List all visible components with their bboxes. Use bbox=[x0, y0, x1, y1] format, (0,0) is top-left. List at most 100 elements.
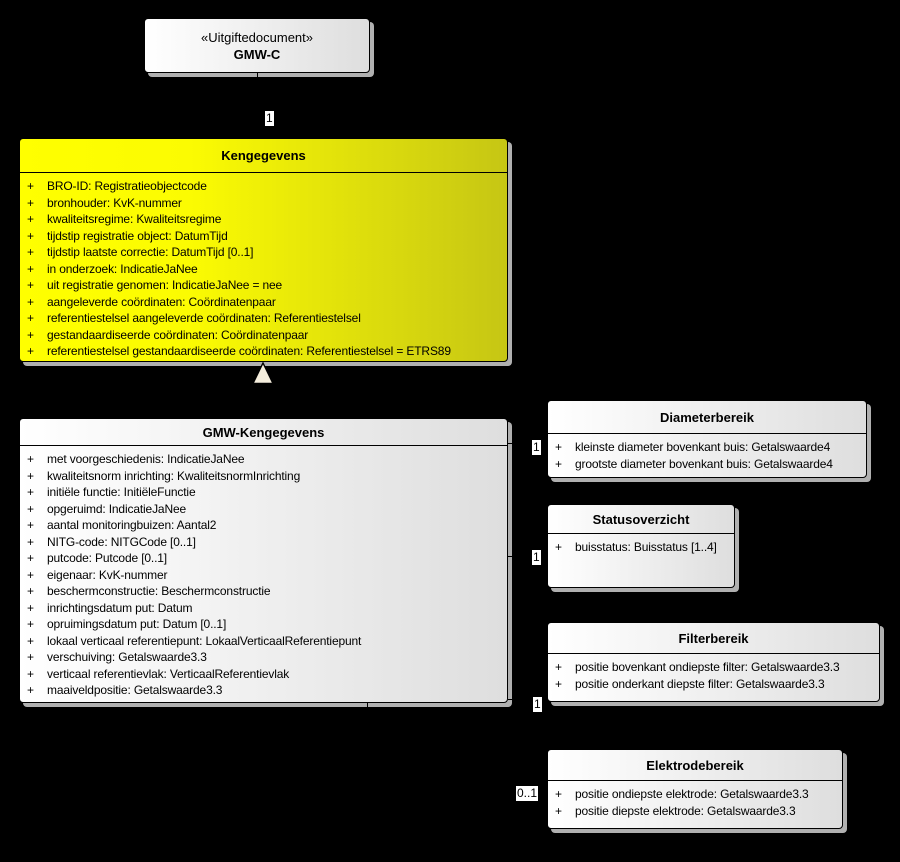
attribute-row: +gestandaardiseerde coördinaten: Coördin… bbox=[20, 327, 507, 344]
attribute-text: lokaal verticaal referentiepunt: LokaalV… bbox=[47, 633, 362, 648]
visibility-plus: + bbox=[27, 584, 34, 598]
attribute-text: buisstatus: Buisstatus [1..4] bbox=[575, 540, 717, 554]
visibility-plus: + bbox=[27, 294, 34, 309]
attribute-row: + opruimingsdatum put: Datum [0..1] bbox=[20, 616, 507, 633]
class-name: Statusoverzicht bbox=[548, 505, 734, 534]
attribute-text: referentiestelsel gestandaardiseerde coö… bbox=[47, 344, 451, 358]
class-box-filterbereik: Filterbereik +positie bovenkant ondiepst… bbox=[547, 622, 880, 702]
visibility-plus: + bbox=[27, 650, 34, 664]
attribute-text: in onderzoek: IndicatieJaNee bbox=[47, 261, 198, 276]
attribute-row: + inrichtingsdatum put: Datum bbox=[20, 600, 507, 617]
attribute-text: tijdstip laatste correctie: DatumTijd [0… bbox=[47, 245, 254, 259]
attribute-text: positie diepste elektrode: Getalswaarde3… bbox=[575, 803, 796, 818]
attribute-text: verticaal referentievlak: VerticaalRefer… bbox=[47, 666, 290, 681]
attributes-compartment: + positie bovenkant ondiepste filter: Get… bbox=[548, 654, 879, 692]
attribute-text: initiële functie: InitiëleFunctie bbox=[47, 485, 196, 499]
attribute-text: kwaliteitsnorm inrichting: Kwaliteitsnor… bbox=[47, 468, 301, 483]
attribute-row: + verschuiving: Getalswaarde3.3 bbox=[20, 649, 507, 666]
attributes-compartment: + BRO-ID: Registratieobjectcode + bronhoud… bbox=[20, 173, 507, 360]
multiplicity-label: 1 bbox=[532, 550, 541, 565]
attribute-text: uit registratie genomen: IndicatieJaNee … bbox=[47, 278, 283, 292]
attribute-text: grootste diameter bovenkant buis: Getals… bbox=[575, 456, 833, 471]
visibility-plus: + bbox=[27, 485, 34, 499]
attribute-row: + kwaliteitsregime: Kwaliteitsregime bbox=[20, 211, 507, 228]
visibility-plus: + bbox=[27, 518, 34, 532]
attribute-row: + tijdstip laatste correctie: DatumTijd [… bbox=[20, 244, 507, 261]
attribute-row: + maaiveldpositie: Getalswaarde3.3 bbox=[20, 682, 507, 699]
class-box-gmwc: «Uitgiftedocument» GMW-C bbox=[144, 18, 370, 73]
visibility-plus: + bbox=[27, 195, 34, 210]
attributes-compartment: + met voorgeschiedenis: IndicatieJaNee + k… bbox=[20, 446, 507, 699]
class-box-gmw-kengegevens: GMW-Kengegevens +met voorgeschiedenis: I… bbox=[19, 418, 508, 703]
association-line-elektrodebereik-horizontal bbox=[367, 792, 547, 793]
attribute-row: + initiële functie: InitiëleFunctie bbox=[20, 484, 507, 501]
visibility-plus: + bbox=[27, 311, 34, 325]
class-name: Kengegevens bbox=[20, 139, 507, 173]
visibility-plus: + bbox=[27, 633, 34, 648]
attribute-text: referentiestelsel aangeleverde coördinat… bbox=[47, 311, 361, 325]
association-line-gmwc-kengegevens bbox=[257, 73, 258, 138]
visibility-plus: + bbox=[27, 212, 34, 226]
attribute-text: inrichtingsdatum put: Datum bbox=[47, 600, 193, 615]
association-line-diameterbereik bbox=[508, 443, 547, 444]
attribute-text: BRO-ID: Registratieobjectcode bbox=[47, 179, 207, 193]
attribute-row: + buisstatus: Buisstatus [1..4] bbox=[548, 539, 734, 556]
attribute-text: putcode: Putcode [0..1] bbox=[47, 551, 167, 565]
visibility-plus: + bbox=[27, 567, 34, 582]
class-box-statusoverzicht: Statusoverzicht + buisstatus: Buisstatus … bbox=[547, 504, 735, 588]
attribute-row: +referentiestelsel gestandaardiseerde co… bbox=[20, 343, 507, 360]
attribute-text: gestandaardiseerde coördinaten: Coördina… bbox=[47, 327, 309, 342]
attribute-text: NITG-code: NITGCode [0..1] bbox=[47, 534, 196, 549]
attribute-text: kwaliteitsregime: Kwaliteitsregime bbox=[47, 212, 222, 226]
visibility-plus: + bbox=[27, 551, 34, 565]
association-line-statusoverzicht bbox=[508, 556, 547, 557]
attribute-row: +positie onderkant diepste filter: Getal… bbox=[548, 676, 879, 693]
visibility-plus: + bbox=[27, 245, 34, 259]
attribute-row: +tijdstip registratie object: DatumTijd bbox=[20, 228, 507, 245]
class-box-diameterbereik: Diameterbereik +kleinste diameter bovenk… bbox=[547, 400, 867, 478]
attribute-text: maaiveldpositie: Getalswaarde3.3 bbox=[47, 683, 223, 697]
attribute-row: +positie bovenkant ondiepste filter: Get… bbox=[548, 659, 879, 676]
visibility-plus: + bbox=[27, 600, 34, 615]
multiplicity-label: 1 bbox=[532, 440, 541, 455]
visibility-plus: + bbox=[27, 617, 34, 631]
attribute-text: beschermconstructie: Beschermconstructie bbox=[47, 584, 271, 598]
attribute-row: + bronhouder: KvK-nummer bbox=[20, 195, 507, 212]
visibility-plus: + bbox=[555, 676, 562, 691]
attribute-row: +grootste diameter bovenkant buis: Getal… bbox=[548, 456, 866, 473]
attribute-row: +NITG-code: NITGCode [0..1] bbox=[20, 534, 507, 551]
attribute-row: + kwaliteitsnorm inrichting: Kwaliteitsno… bbox=[20, 468, 507, 485]
attribute-row: + lokaal verticaal referentiepunt: Lokaal… bbox=[20, 633, 507, 650]
attribute-text: positie bovenkant ondiepste filter: Geta… bbox=[575, 660, 840, 674]
attribute-row: + eigenaar: KvK-nummer bbox=[20, 567, 507, 584]
class-name: Diameterbereik bbox=[548, 401, 866, 434]
attribute-text: bronhouder: KvK-nummer bbox=[47, 195, 182, 210]
attribute-text: opgeruimd: IndicatieJaNee bbox=[47, 501, 187, 516]
visibility-plus: + bbox=[27, 501, 34, 516]
visibility-plus: + bbox=[555, 540, 562, 554]
attribute-row: +kleinste diameter bovenkant buis: Getal… bbox=[548, 439, 866, 456]
visibility-plus: + bbox=[555, 787, 562, 801]
attribute-text: verschuiving: Getalswaarde3.3 bbox=[47, 650, 207, 664]
multiplicity-label: 0..1 bbox=[516, 786, 539, 801]
attribute-text: eigenaar: KvK-nummer bbox=[47, 567, 168, 582]
attribute-row: +in onderzoek: IndicatieJaNee bbox=[20, 261, 507, 278]
attribute-text: opruimingsdatum put: Datum [0..1] bbox=[47, 617, 227, 631]
attribute-row: +uit registratie genomen: IndicatieJaNee… bbox=[20, 277, 507, 294]
attribute-text: tijdstip registratie object: DatumTijd bbox=[47, 228, 228, 243]
visibility-plus: + bbox=[27, 179, 34, 193]
visibility-plus: + bbox=[27, 468, 34, 483]
association-line-filterbereik bbox=[508, 699, 547, 700]
attributes-compartment: +positie ondiepste elektrode: Getalswaar… bbox=[548, 781, 842, 819]
visibility-plus: + bbox=[555, 803, 562, 818]
attribute-row: + beschermconstructie: Beschermconstructi… bbox=[20, 583, 507, 600]
attribute-text: aangeleverde coördinaten: Coördinatenpaa… bbox=[47, 294, 276, 309]
visibility-plus: + bbox=[27, 666, 34, 681]
attribute-row: +positie ondiepste elektrode: Getalswaar… bbox=[548, 786, 842, 803]
attribute-row: +aantal monitoringbuizen: Aantal2 bbox=[20, 517, 507, 534]
attribute-text: met voorgeschiedenis: IndicatieJaNee bbox=[47, 452, 245, 466]
attribute-row: + referentiestelsel aangeleverde coördina… bbox=[20, 310, 507, 327]
attribute-row: + putcode: Putcode [0..1] bbox=[20, 550, 507, 567]
class-box-kengegevens: Kengegevens + BRO-ID: Registratieobjectco… bbox=[19, 138, 508, 362]
visibility-plus: + bbox=[27, 683, 34, 697]
